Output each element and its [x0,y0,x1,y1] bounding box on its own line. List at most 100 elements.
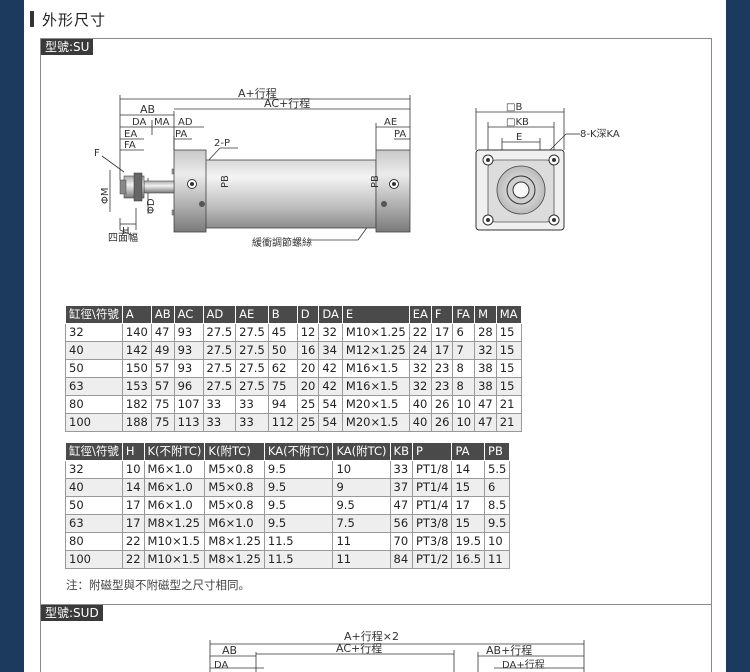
table-cell: 27.5 [202,359,237,378]
table-cell: M16×1.5 [341,359,410,378]
table1-header-cell: D [296,305,320,324]
table-cell: 9.5 [263,496,334,515]
table1-header-cell: AB [150,305,175,324]
table-cell: 32 [65,323,123,342]
table-cell: 17 [451,496,486,515]
table-cell: 47 [150,323,175,342]
table-cell: 24 [408,341,432,360]
table-cell: 25 [296,413,320,432]
table-cell: 45 [267,323,298,342]
table-cell: 15 [451,514,486,533]
table-cell: 23 [430,359,454,378]
table2-header-cell: KA(不附TC) [263,442,334,461]
table-cell: M5×0.8 [204,478,265,497]
dim-ab: AB [140,103,155,116]
dim-phi-d: ΦD [146,198,157,214]
table-cell: M8×1.25 [204,550,265,569]
section-title-text: 外形尺寸 [42,10,107,29]
table-cell: 14 [451,460,486,479]
table-cell: 40 [65,341,123,360]
table-cell: 93 [173,341,204,360]
table-cell: 12 [296,323,320,342]
table1-header-cell: B [267,305,298,324]
model-sud-frame: 型號:SUD [40,604,712,672]
table-cell: 27.5 [202,341,237,360]
su-drawing: A+行程 AB AC+行程 DA MA AD AE EA PA PA 2-P F… [94,87,620,249]
table-cell: 8.5 [484,496,511,515]
sud-dim-a-stroke2: A+行程×2 [344,630,399,643]
table-cell: 112 [267,413,298,432]
sud-dim-ab-stroke: AB+行程 [486,644,532,657]
table1-header-cell: DA [318,305,343,324]
table-cell: PT3/8 [411,532,453,551]
table-cell: 11.5 [263,550,334,569]
table1-header-cell: AE [235,305,269,324]
table-cell: 37 [389,478,413,497]
table1-header-cell: AD [202,305,237,324]
table-cell: 50 [65,359,123,378]
table-cell: PT3/8 [411,514,453,533]
table-cell: 96 [173,377,204,396]
table-cell: 17 [430,323,454,342]
table-cell: 16.5 [451,550,486,569]
dim-k-depth: 8-K深KA [580,128,620,140]
table-cell: M5×0.8 [204,460,265,479]
dim-kb-square: □KB [506,117,529,128]
table-cell: 94 [267,395,298,414]
table-cell: 27.5 [235,341,269,360]
dim-f: F [94,148,100,159]
table-cell: 20 [296,359,320,378]
dim-a-stroke: A+行程 [238,87,277,100]
table-cell: 93 [173,359,204,378]
dim-pa-right: PA [394,129,406,140]
table-cell: 33 [389,460,413,479]
title-bar [30,11,34,27]
table-cell: 113 [173,413,204,432]
table-cell: 33 [202,413,237,432]
table-cell: 32 [474,341,497,360]
table1-header-cell: MA [495,305,522,324]
table-cell: 47 [389,496,413,515]
section-title: 外形尺寸 [30,8,106,30]
table-cell: 8 [452,377,476,396]
table-cell: 32 [318,323,343,342]
table-cell: M6×1.0 [143,460,206,479]
table-cell: 19.5 [451,532,486,551]
table-cell: 38 [474,359,497,378]
table-cell: 70 [389,532,413,551]
table-cell: M8×1.25 [204,532,265,551]
table2-header-cell: K(不附TC) [143,442,206,461]
table-cell: 21 [495,395,522,414]
table-cell: 34 [318,341,343,360]
table-cell: 100 [65,413,123,432]
table1-header-cell: E [341,305,410,324]
table-cell: 15 [495,341,522,360]
dim-b-square: □B [506,102,522,113]
sud-dim-ab: AB [222,644,237,657]
table-cell: 6 [484,478,511,497]
table-cell: 40 [65,478,123,497]
table-cell: PT1/2 [411,550,453,569]
table-cell: M20×1.5 [341,413,410,432]
dim-ad: AD [178,117,193,128]
table-cell: 17 [430,341,454,360]
table2-header-cell: PB [484,442,511,461]
table-cell: 63 [65,514,123,533]
table-cell: 14 [121,478,145,497]
table-cell: 26 [430,395,454,414]
table-cell: 107 [173,395,204,414]
table-cell: 5.5 [484,460,511,479]
table-cell: 142 [121,341,152,360]
table-cell: 188 [121,413,152,432]
table-cell: 11 [332,532,391,551]
table-cell: 17 [121,514,145,533]
table-cell: M10×1.5 [143,550,206,569]
table-cell: 20 [296,377,320,396]
